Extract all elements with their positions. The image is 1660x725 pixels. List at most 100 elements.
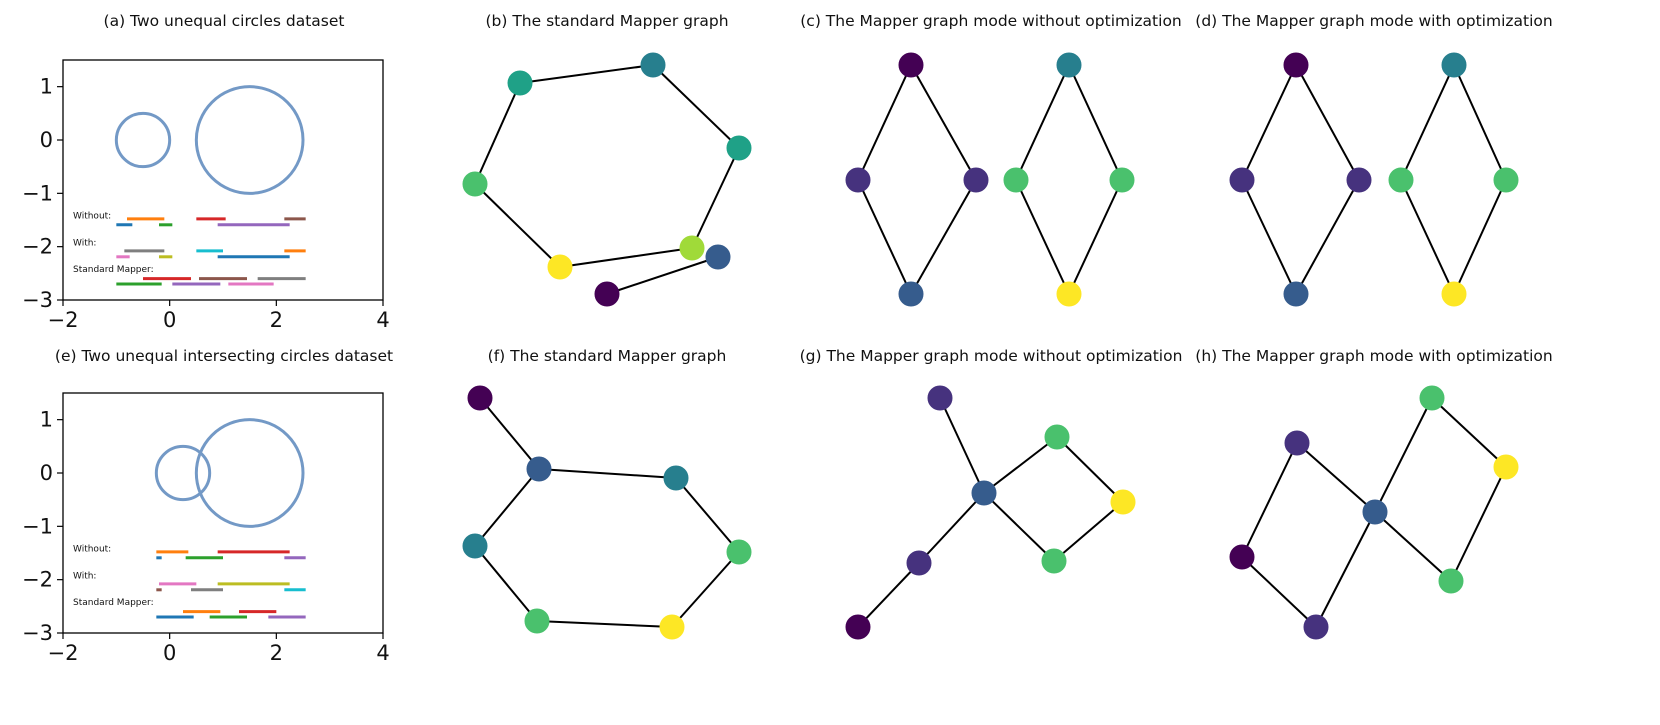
cover-label: Standard Mapper: [73, 265, 154, 275]
graph-node [1284, 430, 1310, 456]
graph-node [845, 614, 871, 640]
cover-label: Without: [73, 545, 111, 555]
x-tick-label: 4 [376, 641, 389, 665]
graph-node [845, 167, 871, 193]
cover-label: Standard Mapper: [73, 598, 154, 608]
y-tick-label: 0 [40, 128, 53, 152]
graph-node [1229, 167, 1255, 193]
graph-edge [1400, 179, 1455, 295]
graph-node [467, 385, 493, 411]
graph-edge [479, 397, 540, 470]
cover-label: Without: [73, 212, 111, 222]
x-tick-label: 0 [163, 308, 176, 332]
x-tick-label: 2 [270, 641, 283, 665]
x-tick-label: 4 [376, 308, 389, 332]
graph-node [1109, 167, 1135, 193]
graph-edge [1053, 501, 1124, 562]
graph-edge [474, 183, 561, 268]
graph-node [971, 480, 997, 506]
panel-f [462, 385, 752, 640]
title-g: (g) The Mapper graph mode without optimi… [799, 347, 1183, 365]
y-tick-label: −2 [22, 568, 53, 592]
title-b: (b) The standard Mapper graph [485, 12, 729, 30]
axes-frame [62, 392, 384, 634]
y-tick-label: −1 [22, 514, 53, 538]
y-tick-label: 0 [40, 461, 53, 485]
title-f: (f) The standard Mapper graph [487, 347, 727, 365]
title-e: (e) Two unequal intersecting circles dat… [54, 347, 394, 365]
x-tick-label: −2 [48, 641, 79, 665]
graph-edge [1296, 442, 1376, 513]
title-c: (c) The Mapper graph mode without optimi… [800, 12, 1182, 30]
graph-node [1283, 281, 1309, 307]
graph-edge [538, 468, 677, 479]
graph-edge [1450, 466, 1507, 582]
graph-node [1493, 454, 1519, 480]
graph-edge [1374, 397, 1433, 513]
title-d: (d) The Mapper graph mode with optimizat… [1195, 12, 1553, 30]
graph-node [1362, 499, 1388, 525]
x-tick-label: −2 [48, 308, 79, 332]
graph-node [927, 385, 953, 411]
graph-node [1493, 167, 1519, 193]
graph-node [526, 456, 552, 482]
graph-edge [474, 468, 540, 547]
graph-node [547, 254, 573, 280]
title-a: (a) Two unequal circles dataset [103, 12, 345, 30]
y-tick-label: −1 [22, 181, 53, 205]
graph-edge [1453, 179, 1507, 295]
graph-node [1303, 614, 1329, 640]
graph-node [462, 171, 488, 197]
graph-edge [474, 545, 538, 622]
cover-label: With: [73, 238, 96, 248]
graph-node [1438, 568, 1464, 594]
graph-node [898, 281, 924, 307]
graph-edge [1056, 436, 1124, 503]
y-tick-label: 1 [40, 408, 53, 432]
graph-node [963, 167, 989, 193]
graph-node [1003, 167, 1029, 193]
graph-node [462, 533, 488, 559]
graph-node [594, 281, 620, 307]
graph-edge [1241, 64, 1297, 181]
graph-edge [910, 179, 977, 295]
graph-node [679, 235, 705, 261]
graph-edge [983, 492, 1055, 562]
graph-edge [519, 64, 654, 84]
graph-node [1283, 52, 1309, 78]
graph-node [726, 539, 752, 565]
graph-node [1388, 167, 1414, 193]
graph-node [663, 465, 689, 491]
graph-edge [918, 492, 985, 564]
graph-edge [652, 64, 740, 149]
graph-node [1110, 489, 1136, 515]
data-circle [154, 444, 212, 502]
y-tick-label: −3 [22, 288, 53, 312]
title-h: (h) The Mapper graph mode with optimizat… [1195, 347, 1553, 365]
graph-edge [1015, 64, 1070, 181]
panel-h [1229, 385, 1519, 640]
graph-node [1229, 544, 1255, 570]
x-tick-label: 0 [163, 641, 176, 665]
graph-node [524, 608, 550, 634]
graph-edge [857, 562, 920, 628]
graph-edge [474, 82, 521, 185]
graph-edge [536, 620, 673, 628]
x-tick-label: 2 [270, 308, 283, 332]
graph-edge [1453, 64, 1507, 181]
graph-node [1419, 385, 1445, 411]
graph-node [705, 244, 731, 270]
graph-edge [1241, 442, 1298, 558]
cover-label: With: [73, 571, 96, 581]
graph-edge [1068, 64, 1123, 181]
graph-node [898, 52, 924, 78]
y-tick-label: −2 [22, 235, 53, 259]
data-circle [194, 85, 305, 195]
y-tick-label: 1 [40, 75, 53, 99]
graph-node [726, 135, 752, 161]
graph-edge [1241, 556, 1317, 628]
data-circle [194, 418, 305, 528]
graph-edge [606, 256, 719, 295]
graph-edge [559, 247, 693, 268]
